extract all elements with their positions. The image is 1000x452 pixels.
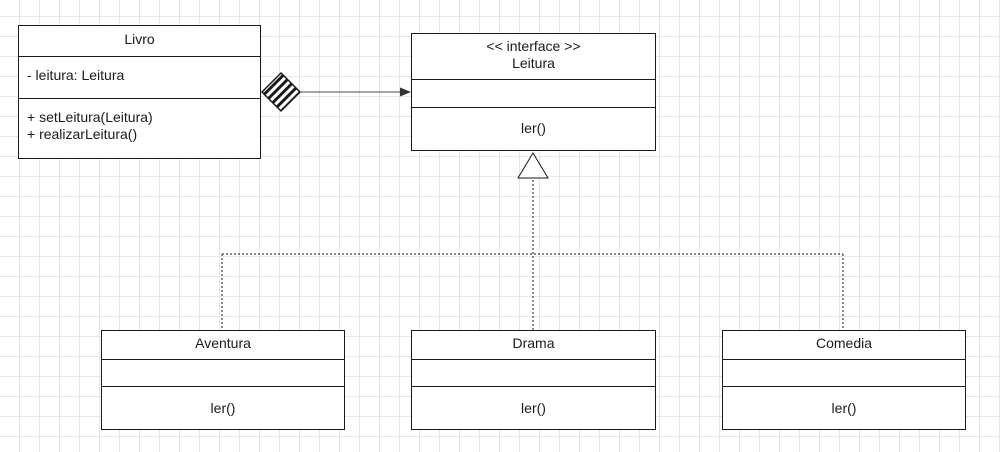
- class-comedia-methods: ler(): [723, 386, 965, 429]
- association-arrowhead: [400, 87, 411, 97]
- class-livro[interactable]: Livro - leitura: Leitura + setLeitura(Le…: [18, 25, 261, 159]
- class-drama-name-section: Drama: [412, 335, 655, 359]
- class-leitura[interactable]: << interface >> Leitura ler(): [411, 33, 656, 151]
- class-livro-attributes: - leitura: Leitura: [19, 56, 260, 98]
- class-aventura-name: Aventura: [195, 335, 251, 351]
- class-aventura-attributes: [102, 359, 344, 386]
- class-comedia-name: Comedia: [815, 335, 873, 351]
- class-livro-attribute: - leitura: Leitura: [27, 67, 125, 83]
- class-leitura-name: Leitura: [512, 55, 555, 71]
- class-aventura-method: ler(): [210, 400, 236, 416]
- class-drama-methods: ler(): [412, 386, 655, 429]
- class-livro-method: + setLeitura(Leitura): [27, 109, 153, 125]
- realization-triangle: [517, 152, 549, 179]
- class-aventura-methods: ler(): [102, 386, 344, 429]
- class-livro-name: Livro: [124, 31, 155, 47]
- class-leitura-method: ler(): [521, 120, 546, 136]
- class-comedia-attributes: [723, 359, 965, 386]
- class-drama[interactable]: Drama ler(): [411, 330, 656, 430]
- class-drama-name: Drama: [512, 335, 555, 351]
- class-comedia-name-section: Comedia: [723, 335, 965, 359]
- class-leitura-attributes: [412, 79, 655, 107]
- class-leitura-stereotype: << interface >>: [486, 38, 581, 54]
- class-livro-name-section: Livro: [19, 31, 260, 51]
- class-aventura[interactable]: Aventura ler(): [101, 330, 345, 430]
- class-leitura-name-section: << interface >> Leitura: [412, 38, 655, 78]
- class-livro-methods: + setLeitura(Leitura) + realizarLeitura(…: [19, 98, 260, 158]
- class-livro-method: + realizarLeitura(): [27, 126, 138, 142]
- composition-diamond[interactable]: [260, 71, 302, 113]
- class-comedia-method: ler(): [831, 400, 857, 416]
- class-comedia[interactable]: Comedia ler(): [722, 330, 966, 430]
- class-drama-method: ler(): [521, 400, 546, 416]
- class-leitura-methods: ler(): [412, 107, 655, 150]
- class-drama-attributes: [412, 359, 655, 386]
- class-aventura-name-section: Aventura: [102, 335, 344, 359]
